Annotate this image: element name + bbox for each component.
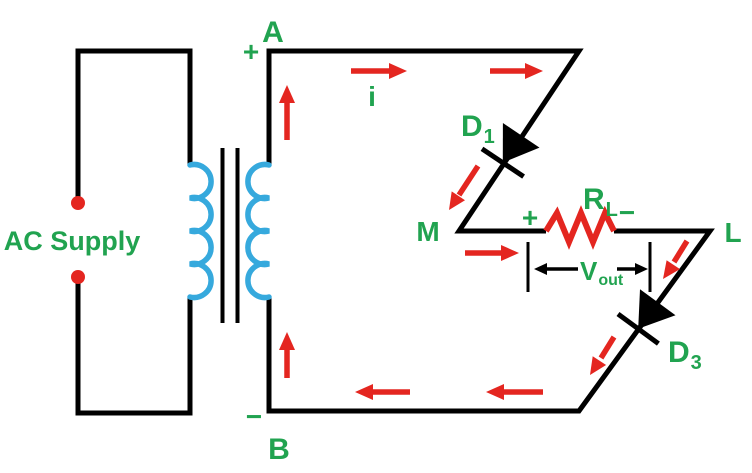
label-minus-secondary-bottom: − (246, 401, 262, 432)
current-arrow-d3-lower (590, 335, 617, 375)
arrow-head (486, 384, 504, 400)
label-diode-d1: D1 (461, 110, 495, 148)
label-ac-supply: AC Supply (4, 226, 141, 256)
ac-terminal-dot-upper (71, 196, 85, 210)
label-node-a: A (262, 16, 284, 49)
label-plus-secondary-top: + (243, 36, 259, 67)
label-d3-subscript: 3 (691, 352, 702, 374)
secondary-coil (245, 161, 272, 301)
primary-coil (187, 161, 214, 301)
label-current-i: i (368, 81, 376, 112)
current-arrow-up-near-a (279, 85, 295, 140)
diode-d1-triangle (502, 123, 540, 163)
arrow-head (663, 260, 680, 279)
current-arrow-m-to-rl (465, 245, 519, 261)
arrow-shaft (598, 335, 617, 360)
vout-arrow-right (617, 263, 648, 275)
wire-supply-loop-lower (75, 277, 193, 416)
label-d1-subscript: 1 (484, 126, 495, 148)
label-rl-main: R (583, 183, 605, 216)
label-node-m: M (416, 216, 439, 247)
label-vout-subscript: out (598, 272, 624, 289)
arrow-head (279, 85, 295, 103)
label-node-b: B (268, 433, 290, 466)
arrow-head (635, 263, 648, 275)
arrow-head (389, 63, 407, 79)
arrow-head (279, 332, 295, 350)
arrow-head (449, 191, 465, 210)
label-resistor-rl: RL (583, 183, 618, 221)
resistor-rl-zigzag (543, 205, 617, 250)
wire-a-to-d1-to-m (266, 48, 584, 234)
arrow-head (355, 384, 373, 400)
vout-arrow-left (534, 263, 578, 275)
ac-terminal-dot-lower (71, 270, 85, 284)
wire-supply-loop-upper (75, 48, 193, 203)
label-rl-subscript: L (606, 199, 618, 221)
arrow-head (534, 263, 547, 275)
label-vout: Vout (580, 256, 624, 289)
label-d1-main: D (461, 110, 483, 143)
arrow-head (525, 63, 543, 79)
label-node-l: L (724, 217, 741, 248)
current-arrow-top-wire-2 (490, 63, 543, 79)
wire-l-to-d3-to-b (266, 228, 715, 414)
arrow-shaft (671, 239, 690, 264)
arrow-shaft (456, 164, 481, 197)
diode-d1-cathode-bar (480, 146, 525, 179)
diode-d3-triangle (638, 289, 676, 329)
current-arrow-up-near-b (279, 332, 295, 378)
label-minus-load: − (619, 197, 635, 228)
arrow-head (590, 356, 607, 375)
label-d3-main: D (668, 336, 690, 369)
diode-d3-cathode-bar (616, 311, 660, 346)
current-arrow-top-wire-1 (351, 63, 407, 79)
current-arrow-bottom-wire-1 (486, 384, 543, 400)
label-diode-d3: D3 (668, 336, 702, 374)
label-vout-main: V (580, 256, 598, 286)
current-arrow-bottom-wire-2 (355, 384, 410, 400)
arrow-head (501, 245, 519, 261)
current-arrow-d3-upper (663, 239, 690, 279)
current-arrow-d1-branch (449, 164, 481, 210)
label-plus-load: + (522, 202, 538, 233)
